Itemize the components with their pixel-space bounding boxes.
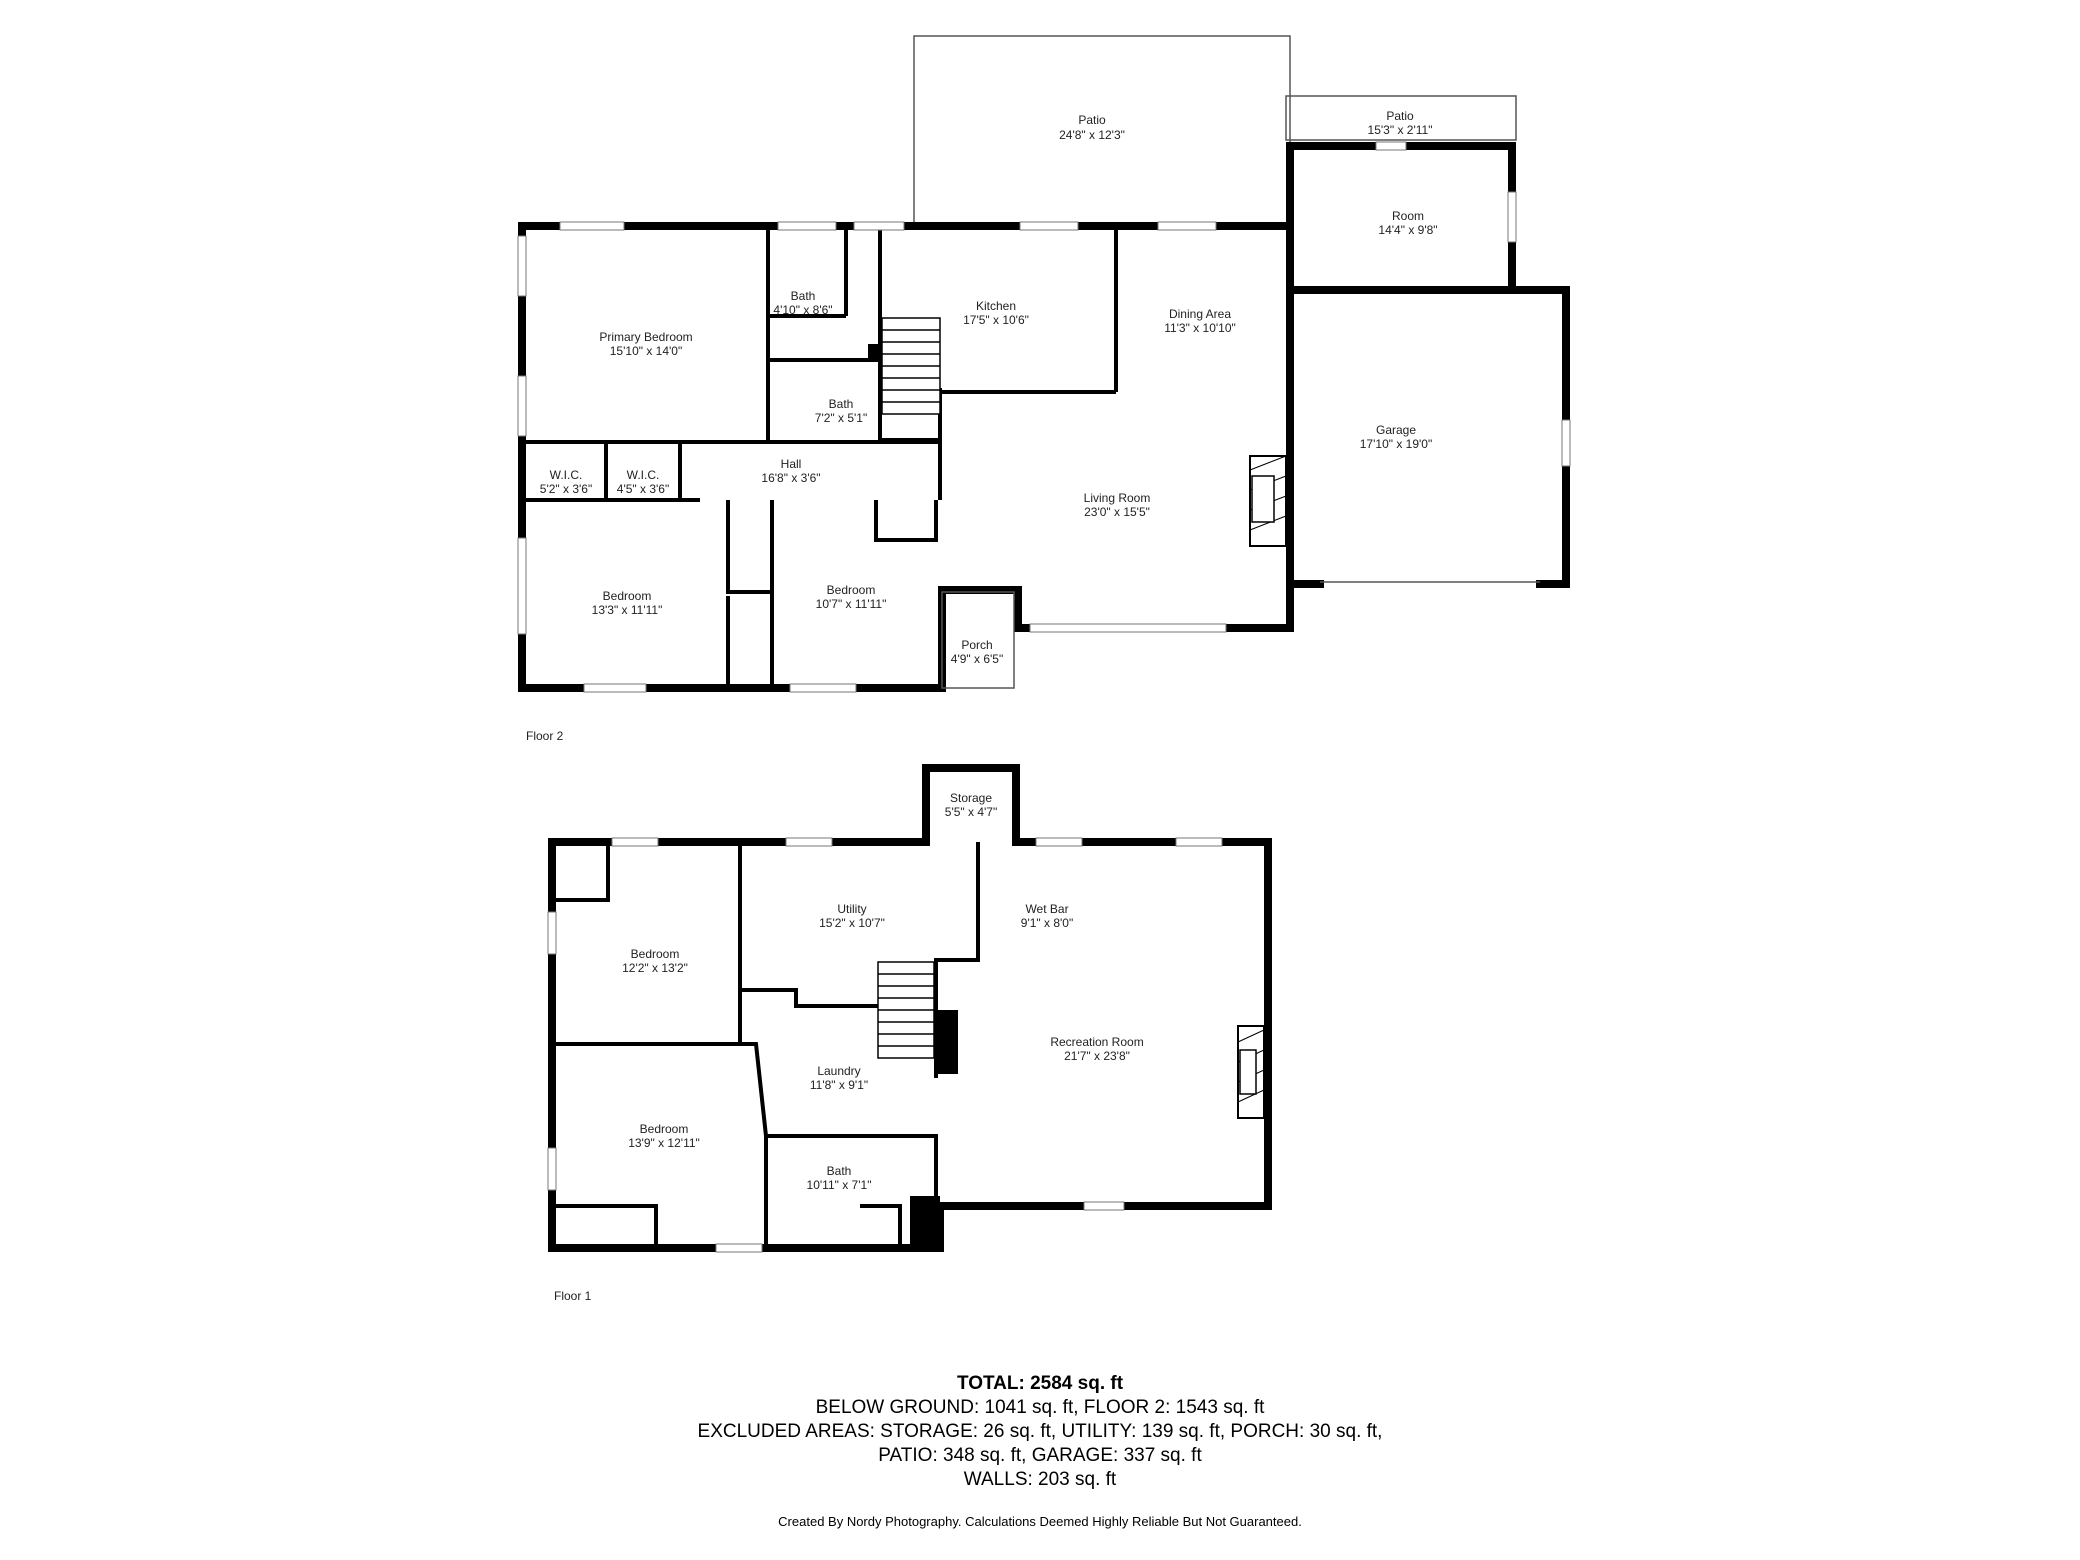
room-label-name: Storage xyxy=(950,791,992,805)
summary-line-1: BELOW GROUND: 1041 sq. ft, FLOOR 2: 1543… xyxy=(815,1397,1265,1418)
room-label-name: Bedroom xyxy=(631,947,680,961)
porch-outline xyxy=(941,591,1015,689)
summary-total: TOTAL: 2584 sq. ft xyxy=(956,1373,1124,1394)
room-label-dims: 10'11" x 7'1" xyxy=(807,1178,872,1192)
room-label-name: Dining Area xyxy=(1169,307,1231,321)
summary-line-3: PATIO: 348 sq. ft, GARAGE: 337 sq. ft xyxy=(878,1445,1202,1466)
floor-1-stairs xyxy=(877,961,958,1074)
floor-2-labels: Patio 24'8" x 12'3" Patio 15'3" x 2'11" … xyxy=(526,109,1438,743)
room-label-name: Bedroom xyxy=(827,583,876,597)
room-label-dims: 5'2" x 3'6" xyxy=(540,482,592,496)
floor-1-labels: Storage 5'5" x 4'7" Utility 15'2" x 10'7… xyxy=(554,791,1144,1303)
room-label-dims: 10'7" x 11'11" xyxy=(816,597,887,611)
room-label-name: Garage xyxy=(1376,423,1416,437)
patio-small-outline xyxy=(1285,95,1517,141)
summary-line-4: WALLS: 203 sq. ft xyxy=(963,1469,1117,1490)
room-label-dims: 11'3" x 10'10" xyxy=(1164,321,1236,335)
room-label-dims: 11'8" x 9'1" xyxy=(810,1078,868,1092)
room-label-dims: 15'3" x 2'11" xyxy=(1368,123,1433,137)
room-label-name: W.I.C. xyxy=(550,468,583,482)
summary-line-2: EXCLUDED AREAS: STORAGE: 26 sq. ft, UTIL… xyxy=(697,1421,1383,1442)
room-label-dims: 15'2" x 10'7" xyxy=(819,916,885,930)
floor-2-stairs xyxy=(868,317,941,415)
room-label-name: Bedroom xyxy=(640,1122,689,1136)
room-label-dims: 17'10" x 19'0" xyxy=(1360,437,1433,451)
room-label-name: W.I.C. xyxy=(627,468,660,482)
room-label-dims: 16'8" x 3'6" xyxy=(761,471,820,485)
area-summary: TOTAL: 2584 sq. ft BELOW GROUND: 1041 sq… xyxy=(0,1372,2080,1492)
floor-1-label: Floor 1 xyxy=(554,1289,592,1303)
floor-2-exterior-wall xyxy=(518,222,1294,692)
floor-2-windows xyxy=(517,141,1571,693)
floor-1-bath-fixture xyxy=(910,1196,940,1248)
room-label-name: Primary Bedroom xyxy=(599,330,692,344)
room-label-name: Bath xyxy=(791,289,816,303)
room-label-name: Bath xyxy=(829,397,854,411)
room-label-dims: 23'0" x 15'5" xyxy=(1084,505,1150,519)
floor-1-plan xyxy=(547,764,1272,1253)
room-label-name: Wet Bar xyxy=(1025,902,1068,916)
room-label-name: Bath xyxy=(827,1164,852,1178)
room-label-name: Kitchen xyxy=(976,299,1016,313)
room-label-name: Bedroom xyxy=(603,589,652,603)
room-label-dims: 13'9" x 12'11" xyxy=(628,1136,700,1150)
room-label-dims: 21'7" x 23'8" xyxy=(1064,1049,1130,1063)
floor-1-exterior-wall xyxy=(548,764,1272,1252)
room-label-name: Living Room xyxy=(1084,491,1151,505)
room-label-dims: 5'5" x 4'7" xyxy=(945,805,997,819)
room-label-name: Porch xyxy=(961,638,992,652)
room-label-dims: 12'2" x 13'2" xyxy=(622,961,688,975)
room-label-name: Patio xyxy=(1386,109,1414,123)
credit-line: Created By Nordy Photography. Calculatio… xyxy=(778,1514,1302,1529)
room-label-dims: 7'2" x 5'1" xyxy=(815,411,867,425)
room-label-dims: 14'4" x 9'8" xyxy=(1378,223,1437,237)
floor-1-interior-walls xyxy=(550,840,980,1248)
floor-2-interior-walls xyxy=(522,226,1118,688)
room-label-name: Patio xyxy=(1078,113,1106,127)
room-label-dims: 13'3" x 11'11" xyxy=(592,603,663,617)
room-label-dims: 4'9" x 6'5" xyxy=(951,652,1003,666)
floor-1-windows xyxy=(547,837,1223,1253)
room-label-name: Hall xyxy=(781,457,802,471)
room-label-name: Recreation Room xyxy=(1050,1035,1143,1049)
room-label-name: Laundry xyxy=(817,1064,860,1078)
room-label-dims: 15'10" x 14'0" xyxy=(610,344,683,358)
floor-2-label: Floor 2 xyxy=(526,729,564,743)
room-label-dims: 4'5" x 3'6" xyxy=(617,482,669,496)
room-label-dims: 9'1" x 8'0" xyxy=(1021,916,1073,930)
floor-2-fireplace xyxy=(1249,455,1287,547)
room-label-dims: 24'8" x 12'3" xyxy=(1059,128,1125,142)
room-label-dims: 17'5" x 10'6" xyxy=(963,313,1029,327)
room-label-name: Utility xyxy=(837,902,866,916)
room-label-name: Room xyxy=(1392,209,1424,223)
floor-2-plan xyxy=(517,35,1571,693)
floor-1-fireplace xyxy=(1237,1025,1265,1119)
room-label-dims: 4'10" x 8'6" xyxy=(773,303,832,317)
